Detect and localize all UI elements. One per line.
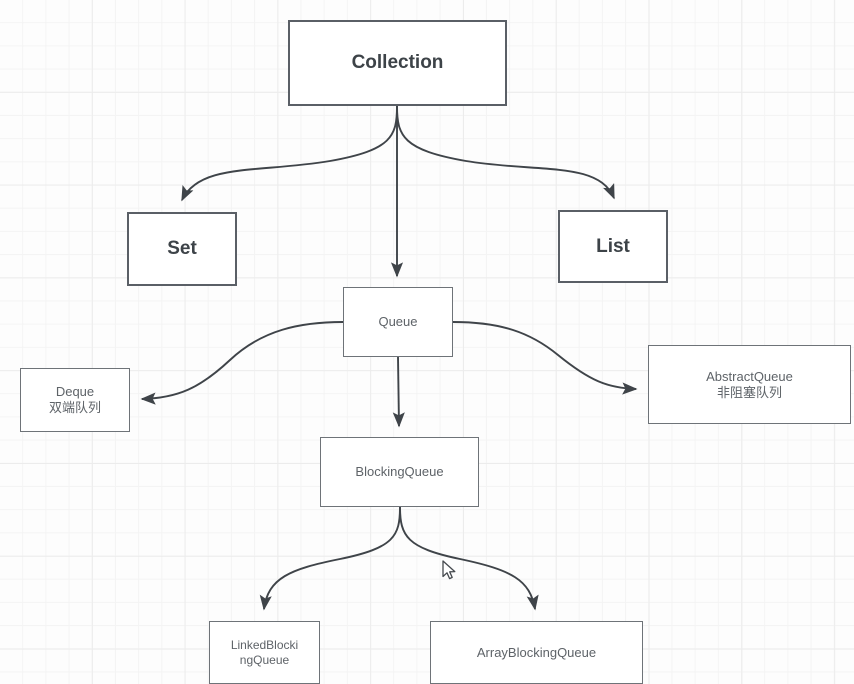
node-arrayblockingqueue[interactable]: ArrayBlockingQueue — [430, 621, 643, 684]
edge-queue-deque — [140, 321, 344, 405]
node-list[interactable]: List — [558, 210, 668, 283]
mouse-cursor-icon — [442, 560, 456, 580]
edge-queue-blockingqueue — [392, 356, 405, 428]
node-linkedblockingqueue[interactable]: LinkedBlocki ngQueue — [209, 621, 320, 684]
node-deque[interactable]: Deque 双端队列 — [20, 368, 130, 432]
edge-collection-set — [181, 105, 398, 202]
edge-blockingqueue-arrayblockingqueue — [399, 506, 539, 611]
node-collection[interactable]: Collection — [288, 20, 507, 106]
node-blockingqueue[interactable]: BlockingQueue — [320, 437, 479, 507]
node-abstractqueue[interactable]: AbstractQueue 非阻塞队列 — [648, 345, 851, 424]
edge-collection-list — [396, 105, 615, 200]
edge-queue-abstractqueue — [452, 321, 638, 395]
edge-blockingqueue-linkedblockingqueue — [259, 506, 401, 611]
node-queue[interactable]: Queue — [343, 287, 453, 357]
node-set[interactable]: Set — [127, 212, 237, 286]
